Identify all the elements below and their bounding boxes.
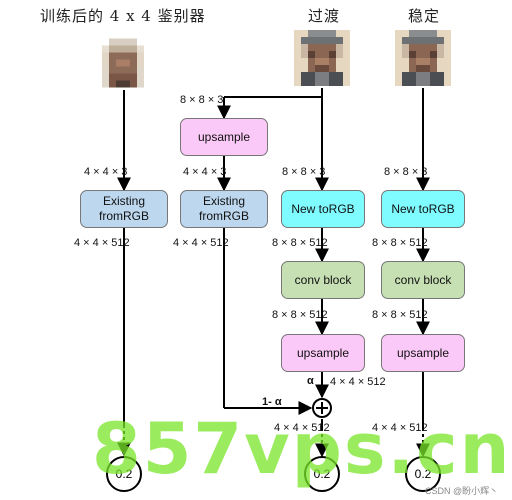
output-score: 0.2 bbox=[405, 456, 441, 492]
dim-label: 4 × 4 × 512 bbox=[330, 376, 386, 388]
output-score: 0.2 bbox=[106, 456, 142, 492]
trained-discriminator-title: 训练后的 4 x 4 鉴别器 bbox=[40, 7, 206, 25]
output-score: 0.2 bbox=[304, 456, 340, 492]
dim-label: 4 × 4 × 512 bbox=[274, 422, 330, 434]
stable-title: 稳定 bbox=[408, 7, 441, 25]
new-torgb-box: New toRGB bbox=[281, 190, 365, 228]
upsample-box: upsample bbox=[381, 334, 465, 372]
dim-label: 4 × 4 × 3 bbox=[183, 166, 227, 178]
dim-label: 8 × 8 × 512 bbox=[372, 309, 428, 321]
conv-block-box: conv block bbox=[281, 261, 365, 299]
existing-fromrgb-box: Existing fromRGB bbox=[80, 190, 168, 228]
one-minus-alpha-label: 1- α bbox=[262, 396, 282, 408]
dim-label: 8 × 8 × 3 bbox=[282, 166, 326, 178]
watermark: 857vps.cn bbox=[92, 408, 512, 490]
dim-label: 8 × 8 × 3 bbox=[384, 166, 428, 178]
dim-label: 4 × 4 × 512 bbox=[74, 237, 130, 249]
dim-label: 4 × 4 × 512 bbox=[372, 422, 428, 434]
input-image-transition bbox=[294, 30, 350, 86]
upsample-box: upsample bbox=[281, 334, 365, 372]
input-image-stable bbox=[395, 30, 451, 86]
conv-block-box: conv block bbox=[381, 261, 465, 299]
dim-label: 8 × 8 × 512 bbox=[272, 309, 328, 321]
credit-text: CSDN @盼小辉丶 bbox=[425, 486, 499, 496]
dim-label: 8 × 8 × 512 bbox=[272, 237, 328, 249]
input-image-4x4 bbox=[95, 38, 151, 88]
new-torgb-box: New toRGB bbox=[381, 190, 465, 228]
transition-title: 过渡 bbox=[308, 7, 341, 25]
dim-label: 8 × 8 × 3 bbox=[180, 94, 224, 106]
existing-fromrgb-box: Existing fromRGB bbox=[180, 190, 268, 228]
sum-node-icon bbox=[312, 398, 332, 418]
dim-label: 8 × 8 × 512 bbox=[372, 237, 428, 249]
dim-label: 4 × 4 × 3 bbox=[84, 166, 128, 178]
dim-label: 4 × 4 × 512 bbox=[173, 237, 229, 249]
upsample-box: upsample bbox=[180, 118, 268, 156]
alpha-label: α bbox=[307, 375, 314, 387]
